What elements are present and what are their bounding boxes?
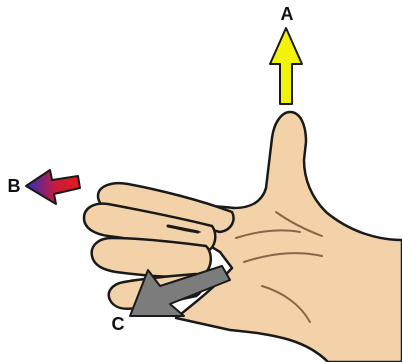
label-b: B [8, 176, 21, 196]
label-c: C [112, 314, 125, 334]
arrow-a-shape [270, 28, 302, 104]
label-a: A [281, 4, 294, 24]
right-hand-icon [84, 112, 402, 362]
ring-finger [92, 238, 211, 277]
arrow-b-shape [26, 170, 80, 204]
arrow-left-icon [26, 170, 80, 204]
arrow-up-icon [270, 28, 302, 104]
